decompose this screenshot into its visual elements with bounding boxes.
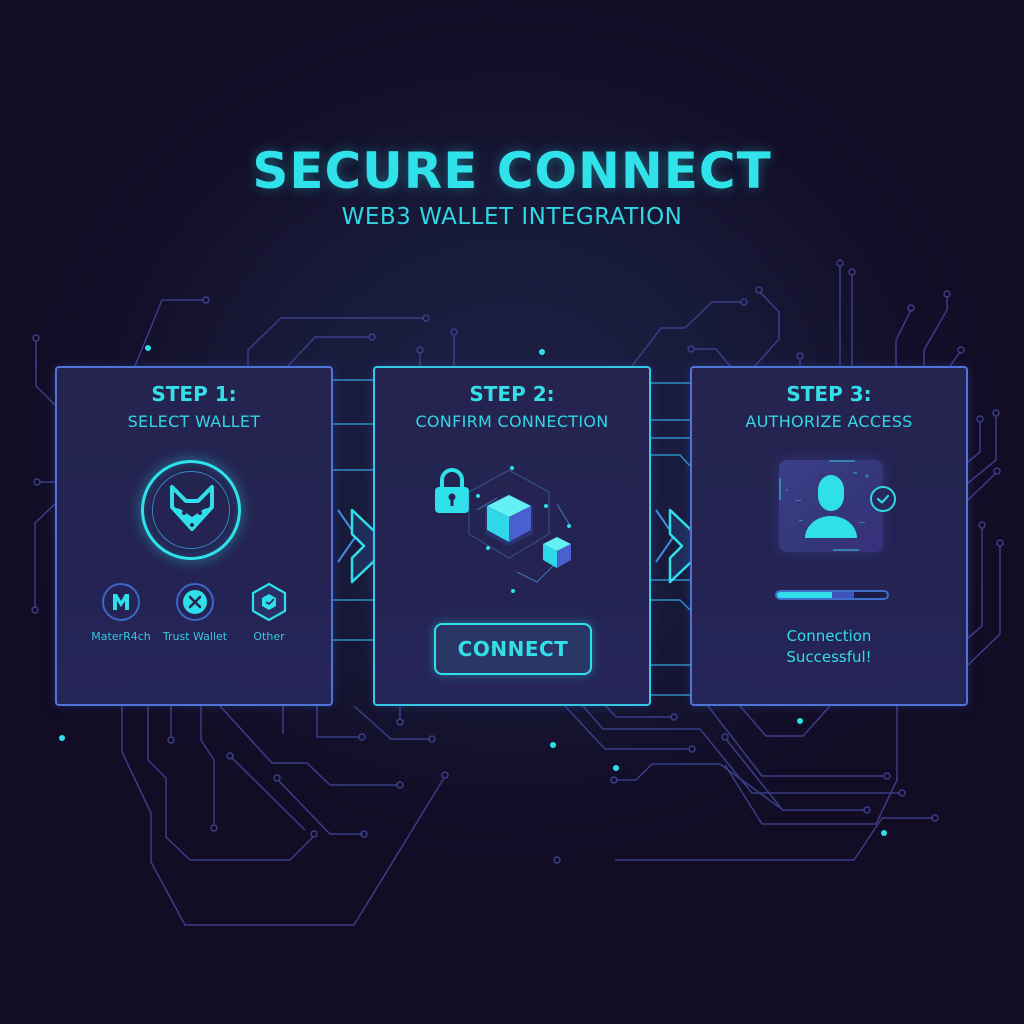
blockchain-cubes-icon	[468, 466, 571, 593]
wallet-label: Trust Wallet	[162, 630, 228, 643]
wallet-label: MaterR4ch	[91, 630, 151, 643]
step-3-panel: STEP 3: AUTHORIZE ACCESS Connection Succ…	[690, 366, 968, 706]
hexagon-cube-icon	[251, 582, 287, 622]
fox-wallet-button[interactable]	[141, 460, 241, 560]
connect-button[interactable]: CONNECT	[434, 623, 592, 675]
step-title: AUTHORIZE ACCESS	[745, 412, 913, 431]
x-circle-icon	[176, 583, 214, 621]
user-profile-icon	[779, 460, 869, 551]
progress-fill-secondary	[832, 592, 854, 598]
step-number: STEP 3:	[786, 382, 872, 406]
wallet-option-trust[interactable]: Trust Wallet	[155, 582, 235, 643]
page-title: SECURE CONNECT	[252, 142, 772, 200]
m-logo-icon	[102, 583, 140, 621]
step-2-panel: STEP 2: CONFIRM CONNECTION CONNECT	[373, 366, 651, 706]
fox-wallet-icon	[170, 485, 214, 531]
wallet-option-other[interactable]: Other	[229, 582, 309, 643]
progress-fill	[777, 592, 832, 598]
step-number: STEP 1:	[151, 382, 237, 406]
wallet-label: Other	[253, 630, 285, 643]
connection-progress-bar	[775, 590, 889, 600]
checkmark-icon	[876, 494, 890, 504]
fox-ring-inner	[152, 471, 230, 549]
user-profile-card	[779, 460, 883, 552]
step-number: STEP 2:	[469, 382, 555, 406]
page-subtitle: WEB3 WALLET INTEGRATION	[341, 204, 683, 230]
padlock-icon	[435, 468, 469, 513]
verified-badge	[870, 486, 896, 512]
step-1-panel: STEP 1: SELECT WALLET MaterR4ch Trust W	[55, 366, 333, 706]
step-title: CONFIRM CONNECTION	[415, 412, 609, 431]
step-title: SELECT WALLET	[127, 412, 261, 431]
wallet-option-metamask[interactable]: MaterR4ch	[81, 582, 161, 643]
status-line-2: Successful!	[786, 648, 872, 666]
status-line-1: Connection	[786, 627, 872, 645]
connection-status: Connection Successful!	[692, 626, 966, 668]
